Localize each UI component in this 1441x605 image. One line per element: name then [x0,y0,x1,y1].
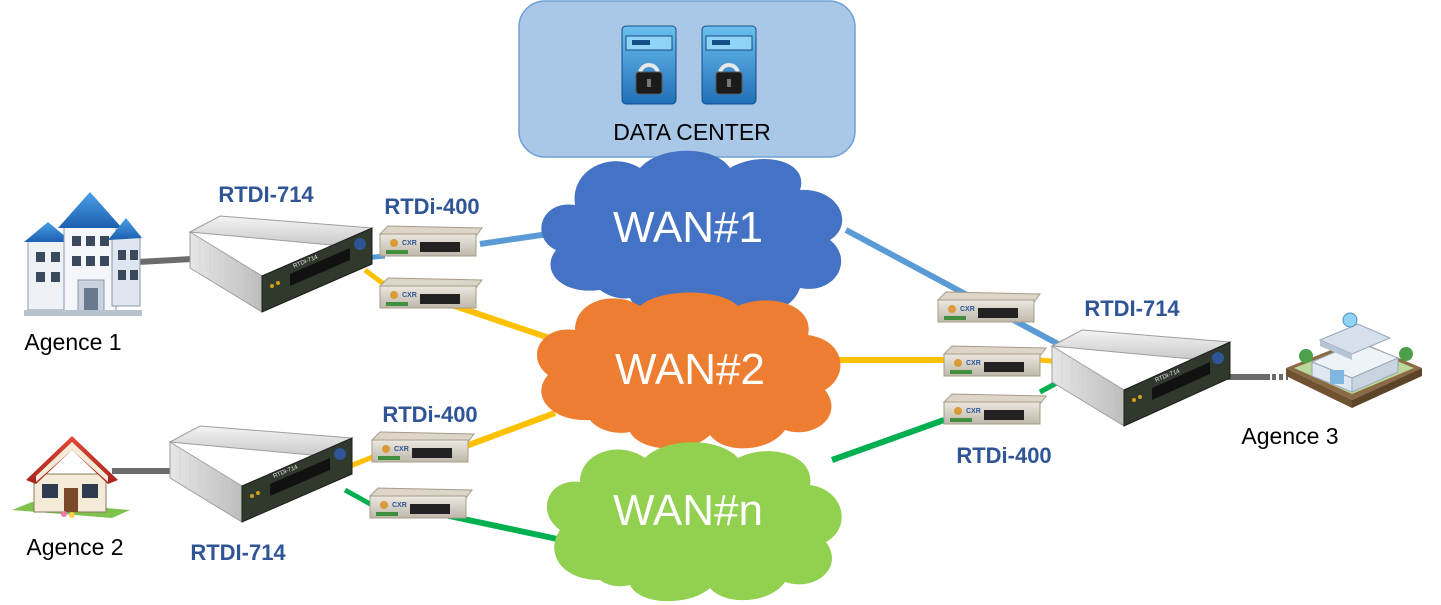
datacenter-label: DATA CENTER [613,119,771,145]
label-rtdi714-agence1: RTDI-714 [218,182,314,207]
router-rtdi714-agence2: RTDI-714 [168,425,354,523]
shop-building-icon [1286,312,1422,408]
modem-brand: CXR [960,306,975,313]
modem-brand: CXR [966,360,981,367]
link-agence1-router [137,256,193,265]
label-rtdi714-agence2: RTDI-714 [190,540,286,565]
label-rtdi400-agence3: RTDi-400 [956,443,1051,468]
modem-rtdi400-a1-2: CXR [378,277,483,309]
modem-brand: CXR [394,446,409,453]
label-rtdi714-agence3: RTDI-714 [1084,296,1180,321]
label-rtdi400-agence1: RTDi-400 [384,194,479,219]
datacenter: DATA CENTER [518,0,856,158]
modem-rtdi400-a1-1: CXR [378,225,483,257]
router-rtdi714-agence1: RTDI-714 [188,215,374,313]
link-a3-wann [830,417,946,463]
cloud-wan2: WAN#2 [536,292,841,449]
link-a1-router-modem2 [363,268,387,287]
modem-rtdi400-a3-3: CXR [942,393,1047,425]
modems: CXR CXR CXR CXR [368,225,1047,519]
cloud-wan1-label: WAN#1 [613,203,763,252]
modem-brand: CXR [402,292,417,299]
server-lock-icon [701,25,757,105]
link-a2-router-modem2 [343,487,374,508]
modem-rtdi400-a3-1: CXR [936,291,1041,323]
link-a3-wan1 [844,227,1062,348]
site-label-agence3: Agence 3 [1241,423,1338,449]
office-building-icon [24,192,142,316]
modem-rtdi400-a3-2: CXR [942,345,1047,377]
cloud-wann-label: WAN#n [613,486,763,535]
cloud-wan2-label: WAN#2 [615,345,765,394]
site-label-agence2: Agence 2 [26,534,123,560]
router-rtdi714-agence3: RTDI-714 [1050,329,1232,427]
link-a2-wan2 [464,410,557,449]
modem-brand: CXR [966,408,981,415]
modem-brand: CXR [392,502,407,509]
label-rtdi400-agence2: RTDi-400 [382,402,477,427]
cloud-wan1: WAN#1 [541,150,843,317]
modem-rtdi400-a2-2: CXR [368,487,473,519]
modem-brand: CXR [402,240,417,247]
server-lock-icon [621,25,677,105]
house-icon [12,436,130,518]
modem-rtdi400-a2-1: CXR [370,431,475,463]
cloud-wann: WAN#n [546,442,842,602]
site-label-agence1: Agence 1 [24,329,121,355]
